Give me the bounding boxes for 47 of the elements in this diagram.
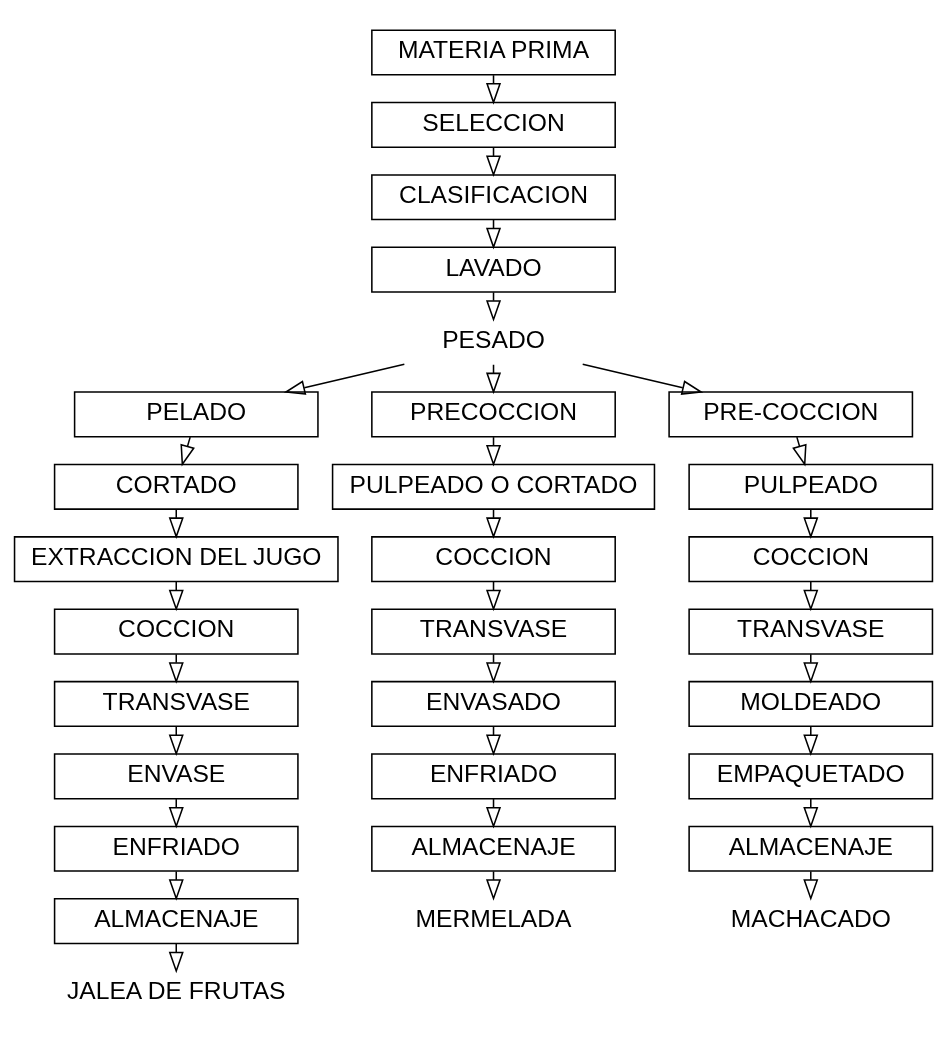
arrow <box>168 725 184 756</box>
node-box: PRE-COCCION <box>668 390 914 437</box>
node-box: TRANSVASE <box>688 608 934 655</box>
arrow <box>168 508 184 539</box>
node-box: PELADO <box>73 390 319 437</box>
node-box: SELECCION <box>371 101 616 148</box>
node-box: EMPAQUETADO <box>688 752 934 799</box>
arrow <box>803 725 819 756</box>
node-box: ENVASADO <box>371 680 616 727</box>
node-box: TRANSVASE <box>371 608 616 655</box>
node-box: ALMACENAJE <box>371 825 616 872</box>
node-text: MACHACADO <box>730 904 891 932</box>
node-box: ENVASE <box>53 752 299 799</box>
node-box: PULPEADO O CORTADO <box>331 463 656 510</box>
arrow <box>803 870 819 901</box>
arrow <box>803 653 819 684</box>
node-box: ALMACENAJE <box>688 825 934 872</box>
node-box: COCCION <box>688 535 934 582</box>
arrow <box>803 797 819 828</box>
node-box: MATERIA PRIMA <box>371 28 616 76</box>
node-text: PESADO <box>442 325 545 353</box>
node-box: LAVADO <box>371 246 616 293</box>
node-box: MOLDEADO <box>688 680 934 727</box>
node-text: MERMELADA <box>415 904 572 932</box>
arrow <box>168 942 184 973</box>
node-box: PRECOCCION <box>371 390 616 437</box>
node-box: ENFRIADO <box>371 752 616 799</box>
arrow <box>581 363 704 395</box>
arrow <box>803 508 819 539</box>
node-box: PULPEADO <box>688 463 934 510</box>
node-box: CORTADO <box>53 463 299 510</box>
node-box: TRANSVASE <box>53 680 299 727</box>
node-box: EXTRACCION DEL JUGO <box>13 535 339 582</box>
arrow <box>168 797 184 828</box>
arrow <box>180 435 195 466</box>
node-box: ENFRIADO <box>53 825 299 872</box>
arrow <box>168 580 184 611</box>
arrow <box>283 363 406 395</box>
node-box: ALMACENAJE <box>53 897 299 944</box>
node-text: JALEA DE FRUTAS <box>67 976 286 1004</box>
node-box: COCCION <box>371 535 616 582</box>
node-box: COCCION <box>53 608 299 655</box>
arrow <box>168 870 184 901</box>
node-box: CLASIFICACION <box>371 173 616 220</box>
arrow <box>168 653 184 684</box>
arrow <box>803 580 819 611</box>
arrow <box>792 435 807 466</box>
